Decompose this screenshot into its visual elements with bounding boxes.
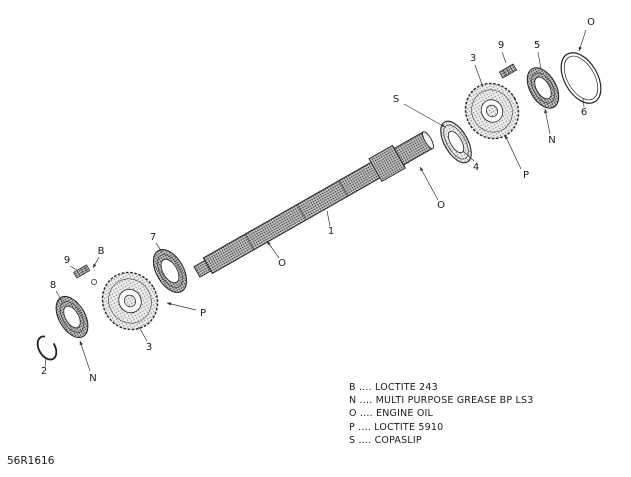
- legend-item-O: O .... ENGINE OIL: [349, 407, 534, 420]
- legend-separator: ....: [355, 434, 375, 446]
- pin-9-upper: [498, 63, 518, 79]
- legend-text: MULTI PURPOSE GREASE BP LS3: [375, 395, 534, 407]
- legend-item-N: N .... MULTI PURPOSE GREASE BP LS3: [349, 394, 534, 407]
- legend-text: LOCTITE 243: [375, 382, 438, 393]
- pin-9-lower: [73, 264, 91, 279]
- bearing-8: [55, 295, 89, 339]
- gear-3-lower: [101, 271, 159, 331]
- bearing-5: [526, 67, 560, 109]
- leader-arrowheads: [79, 46, 582, 346]
- legend-item-S: S .... COPASLIP: [349, 434, 534, 447]
- drawing-number: 56R1616: [7, 455, 55, 467]
- legend-code: N: [349, 395, 357, 407]
- circlip-2: [36, 335, 58, 361]
- legend-separator: ....: [356, 408, 377, 420]
- legend-separator: ....: [354, 421, 375, 433]
- washer-4: [440, 120, 472, 164]
- legend-item-P: P .... LOCTITE 5910: [349, 421, 534, 434]
- bearing-7: [152, 249, 188, 293]
- legend-code: P: [349, 421, 355, 433]
- o-ring-6: [560, 52, 602, 104]
- drive-shaft: [193, 131, 434, 278]
- legend-separator: ....: [355, 382, 376, 393]
- legend-text: LOCTITE 5910: [374, 421, 444, 433]
- legend-text: ENGINE OIL: [376, 408, 433, 420]
- legend-code: B: [349, 382, 356, 393]
- ball-detail: [91, 279, 97, 285]
- legend-code: S: [349, 434, 356, 446]
- legend-code: O: [349, 408, 357, 420]
- legend-separator: ....: [356, 395, 376, 407]
- legend-text: COPASLIP: [374, 434, 422, 446]
- legend-item-B: B .... LOCTITE 243: [349, 381, 534, 394]
- gear-3-upper: [464, 82, 520, 140]
